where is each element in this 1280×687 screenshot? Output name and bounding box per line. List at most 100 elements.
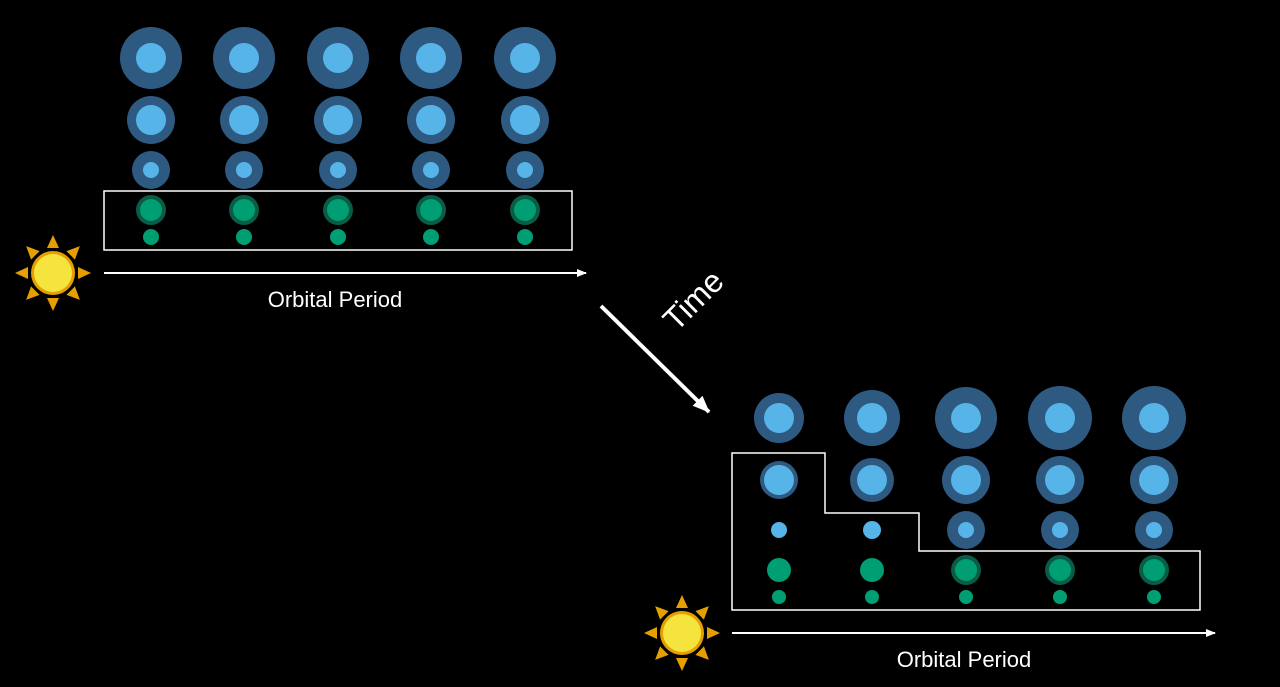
planet-blue-medium: [760, 461, 798, 499]
planet-blue-small-core: [958, 522, 974, 538]
planet-blue-small-core: [236, 162, 252, 178]
panel-after: [754, 386, 1186, 604]
planet-blue-large: [120, 27, 182, 89]
planet-green-small: [330, 229, 346, 245]
planet-green-small-core: [423, 229, 439, 245]
planet-green-large-core: [420, 199, 442, 221]
planet-blue-large-core: [1045, 403, 1075, 433]
planet-green-small: [959, 590, 973, 604]
planet-blue-small: [506, 151, 544, 189]
planet-blue-large-core: [510, 43, 540, 73]
planet-blue-small-core: [517, 162, 533, 178]
sun-icon: [644, 595, 720, 671]
planet-blue-large: [213, 27, 275, 89]
planet-green-small: [143, 229, 159, 245]
planet-blue-large: [1028, 386, 1092, 450]
planet-blue-large-core: [951, 403, 981, 433]
planet-blue-large: [844, 390, 900, 446]
planet-blue-medium: [314, 96, 362, 144]
planet-blue-small-core: [771, 522, 787, 538]
planet-green-small: [1053, 590, 1067, 604]
planet-blue-large: [754, 393, 804, 443]
planet-green-large: [229, 195, 259, 225]
planet-blue-medium: [127, 96, 175, 144]
planet-blue-medium: [407, 96, 455, 144]
planet-blue-large-core: [1139, 403, 1169, 433]
planet-green-small-core: [143, 229, 159, 245]
planet-blue-medium: [501, 96, 549, 144]
planet-blue-medium-core: [323, 105, 353, 135]
panel-before: [120, 27, 556, 245]
planet-green-large: [1139, 555, 1169, 585]
planet-blue-large: [307, 27, 369, 89]
planet-blue-small: [863, 521, 881, 539]
planet-blue-medium-core: [1139, 465, 1169, 495]
planet-blue-medium-core: [416, 105, 446, 135]
planet-blue-small: [319, 151, 357, 189]
planet-blue-small-core: [330, 162, 346, 178]
planet-blue-small: [412, 151, 450, 189]
selection-box-top: [103, 190, 573, 251]
planet-green-large-core: [140, 199, 162, 221]
planet-green-small-core: [865, 590, 879, 604]
planet-green-small: [865, 590, 879, 604]
planet-green-large-core: [327, 199, 349, 221]
sun-rays: [15, 235, 91, 311]
planet-green-large-core: [233, 199, 255, 221]
planet-blue-large-core: [857, 403, 887, 433]
planet-green-large: [767, 558, 791, 582]
planet-blue-medium-core: [136, 105, 166, 135]
planet-blue-small-core: [423, 162, 439, 178]
planet-blue-small-core: [1052, 522, 1068, 538]
planet-green-small-core: [1147, 590, 1161, 604]
time-label: Time: [656, 263, 731, 338]
orbital-period-label-bottom: Orbital Period: [897, 647, 1032, 672]
planet-blue-large-core: [764, 403, 794, 433]
planet-green-large: [323, 195, 353, 225]
planet-blue-small: [132, 151, 170, 189]
planet-green-small: [423, 229, 439, 245]
planet-blue-medium-core: [510, 105, 540, 135]
planet-blue-small-core: [1146, 522, 1162, 538]
planet-green-large: [1045, 555, 1075, 585]
planet-green-small: [236, 229, 252, 245]
planet-blue-small: [1135, 511, 1173, 549]
sun-rays: [644, 595, 720, 671]
planet-blue-medium-core: [1045, 465, 1075, 495]
planet-blue-large: [400, 27, 462, 89]
planet-green-large: [951, 555, 981, 585]
planet-blue-medium-core: [229, 105, 259, 135]
planet-green-small: [772, 590, 786, 604]
selection-box-bottom: [731, 452, 1201, 611]
planet-blue-large: [494, 27, 556, 89]
planet-green-large-core: [514, 199, 536, 221]
planet-blue-large-core: [416, 43, 446, 73]
planet-blue-large-core: [229, 43, 259, 73]
planet-blue-large: [935, 387, 997, 449]
planet-blue-large-core: [136, 43, 166, 73]
planet-green-large-core: [1143, 559, 1165, 581]
planet-blue-small-core: [863, 521, 881, 539]
planet-green-large: [416, 195, 446, 225]
planet-green-large: [860, 558, 884, 582]
arrow-down-right-icon: [599, 304, 711, 414]
planet-blue-small: [947, 511, 985, 549]
planet-blue-small-core: [143, 162, 159, 178]
planet-blue-medium-core: [951, 465, 981, 495]
planet-green-small-core: [959, 590, 973, 604]
planet-blue-medium-core: [764, 465, 794, 495]
planet-blue-large-core: [323, 43, 353, 73]
planet-green-small-core: [517, 229, 533, 245]
planet-blue-small: [1041, 511, 1079, 549]
planet-blue-medium-core: [857, 465, 887, 495]
sun-icon: [15, 235, 91, 311]
planet-blue-medium: [850, 458, 894, 502]
planet-green-large: [510, 195, 540, 225]
planet-blue-small: [771, 522, 787, 538]
planet-green-large-core: [1049, 559, 1071, 581]
planet-blue-small: [225, 151, 263, 189]
planet-blue-medium: [1130, 456, 1178, 504]
planet-green-small-core: [330, 229, 346, 245]
planet-green-large-core: [767, 558, 791, 582]
